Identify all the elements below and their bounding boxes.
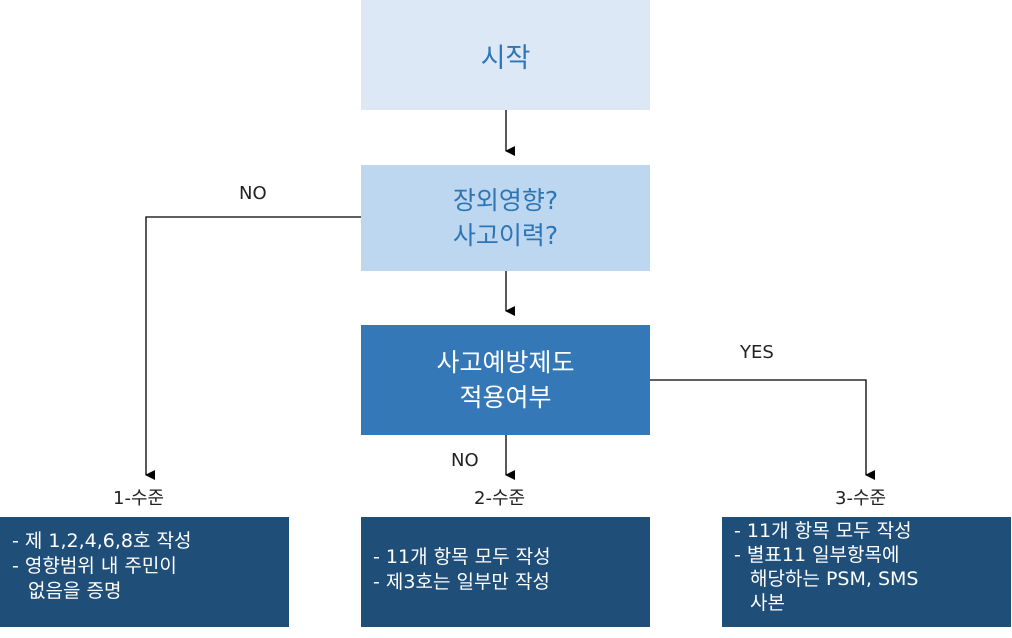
edge-label-yes: YES (740, 342, 774, 363)
level1-label: 1-수준 (113, 488, 165, 509)
level1-item: - 영향범위 내 주민이 (12, 555, 177, 577)
level2-label: 2-수준 (474, 488, 526, 509)
level1-item: 없음을 증명 (28, 580, 122, 602)
arrow-q2-to-level3 (650, 379, 875, 480)
level3-item: - 별표11 일부항목에 (734, 544, 900, 566)
level2-item: - 11개 항목 모두 작성 (373, 546, 551, 568)
level2-item: - 제3호는 일부만 작성 (373, 571, 550, 593)
level3-box: - 11개 항목 모두 작성 - 별표11 일부항목에 해당하는 PSM, SM… (722, 517, 1011, 627)
decision-offsite-impact: 장외영향? 사고이력? (361, 165, 650, 271)
level3-item: - 11개 항목 모두 작성 (734, 520, 912, 542)
start-label: 시작 (480, 42, 531, 74)
edge-label-no-left: NO (239, 183, 267, 204)
start-node: 시작 (361, 0, 650, 110)
level1-box: - 제 1,2,4,6,8호 작성 - 영향범위 내 주민이 없음을 증명 (0, 517, 289, 627)
edge-label-no-down: NO (451, 450, 479, 471)
level1-item: - 제 1,2,4,6,8호 작성 (12, 530, 192, 552)
level3-item: 사본 (750, 592, 785, 614)
decision-offsite-impact-line2: 사고이력? (452, 221, 559, 250)
decision-prevention-line2: 적용여부 (459, 383, 552, 412)
level3-item: 해당하는 PSM, SMS (750, 568, 919, 590)
level3-label: 3-수준 (835, 488, 887, 509)
level2-box: - 11개 항목 모두 작성 - 제3호는 일부만 작성 (361, 517, 650, 627)
arrow-q1-to-level1 (145, 216, 361, 480)
decision-prevention-system: 사고예방제도 적용여부 (361, 325, 650, 435)
decision-offsite-impact-line1: 장외영향? (452, 186, 559, 215)
decision-prevention-line1: 사고예방제도 (436, 348, 575, 377)
